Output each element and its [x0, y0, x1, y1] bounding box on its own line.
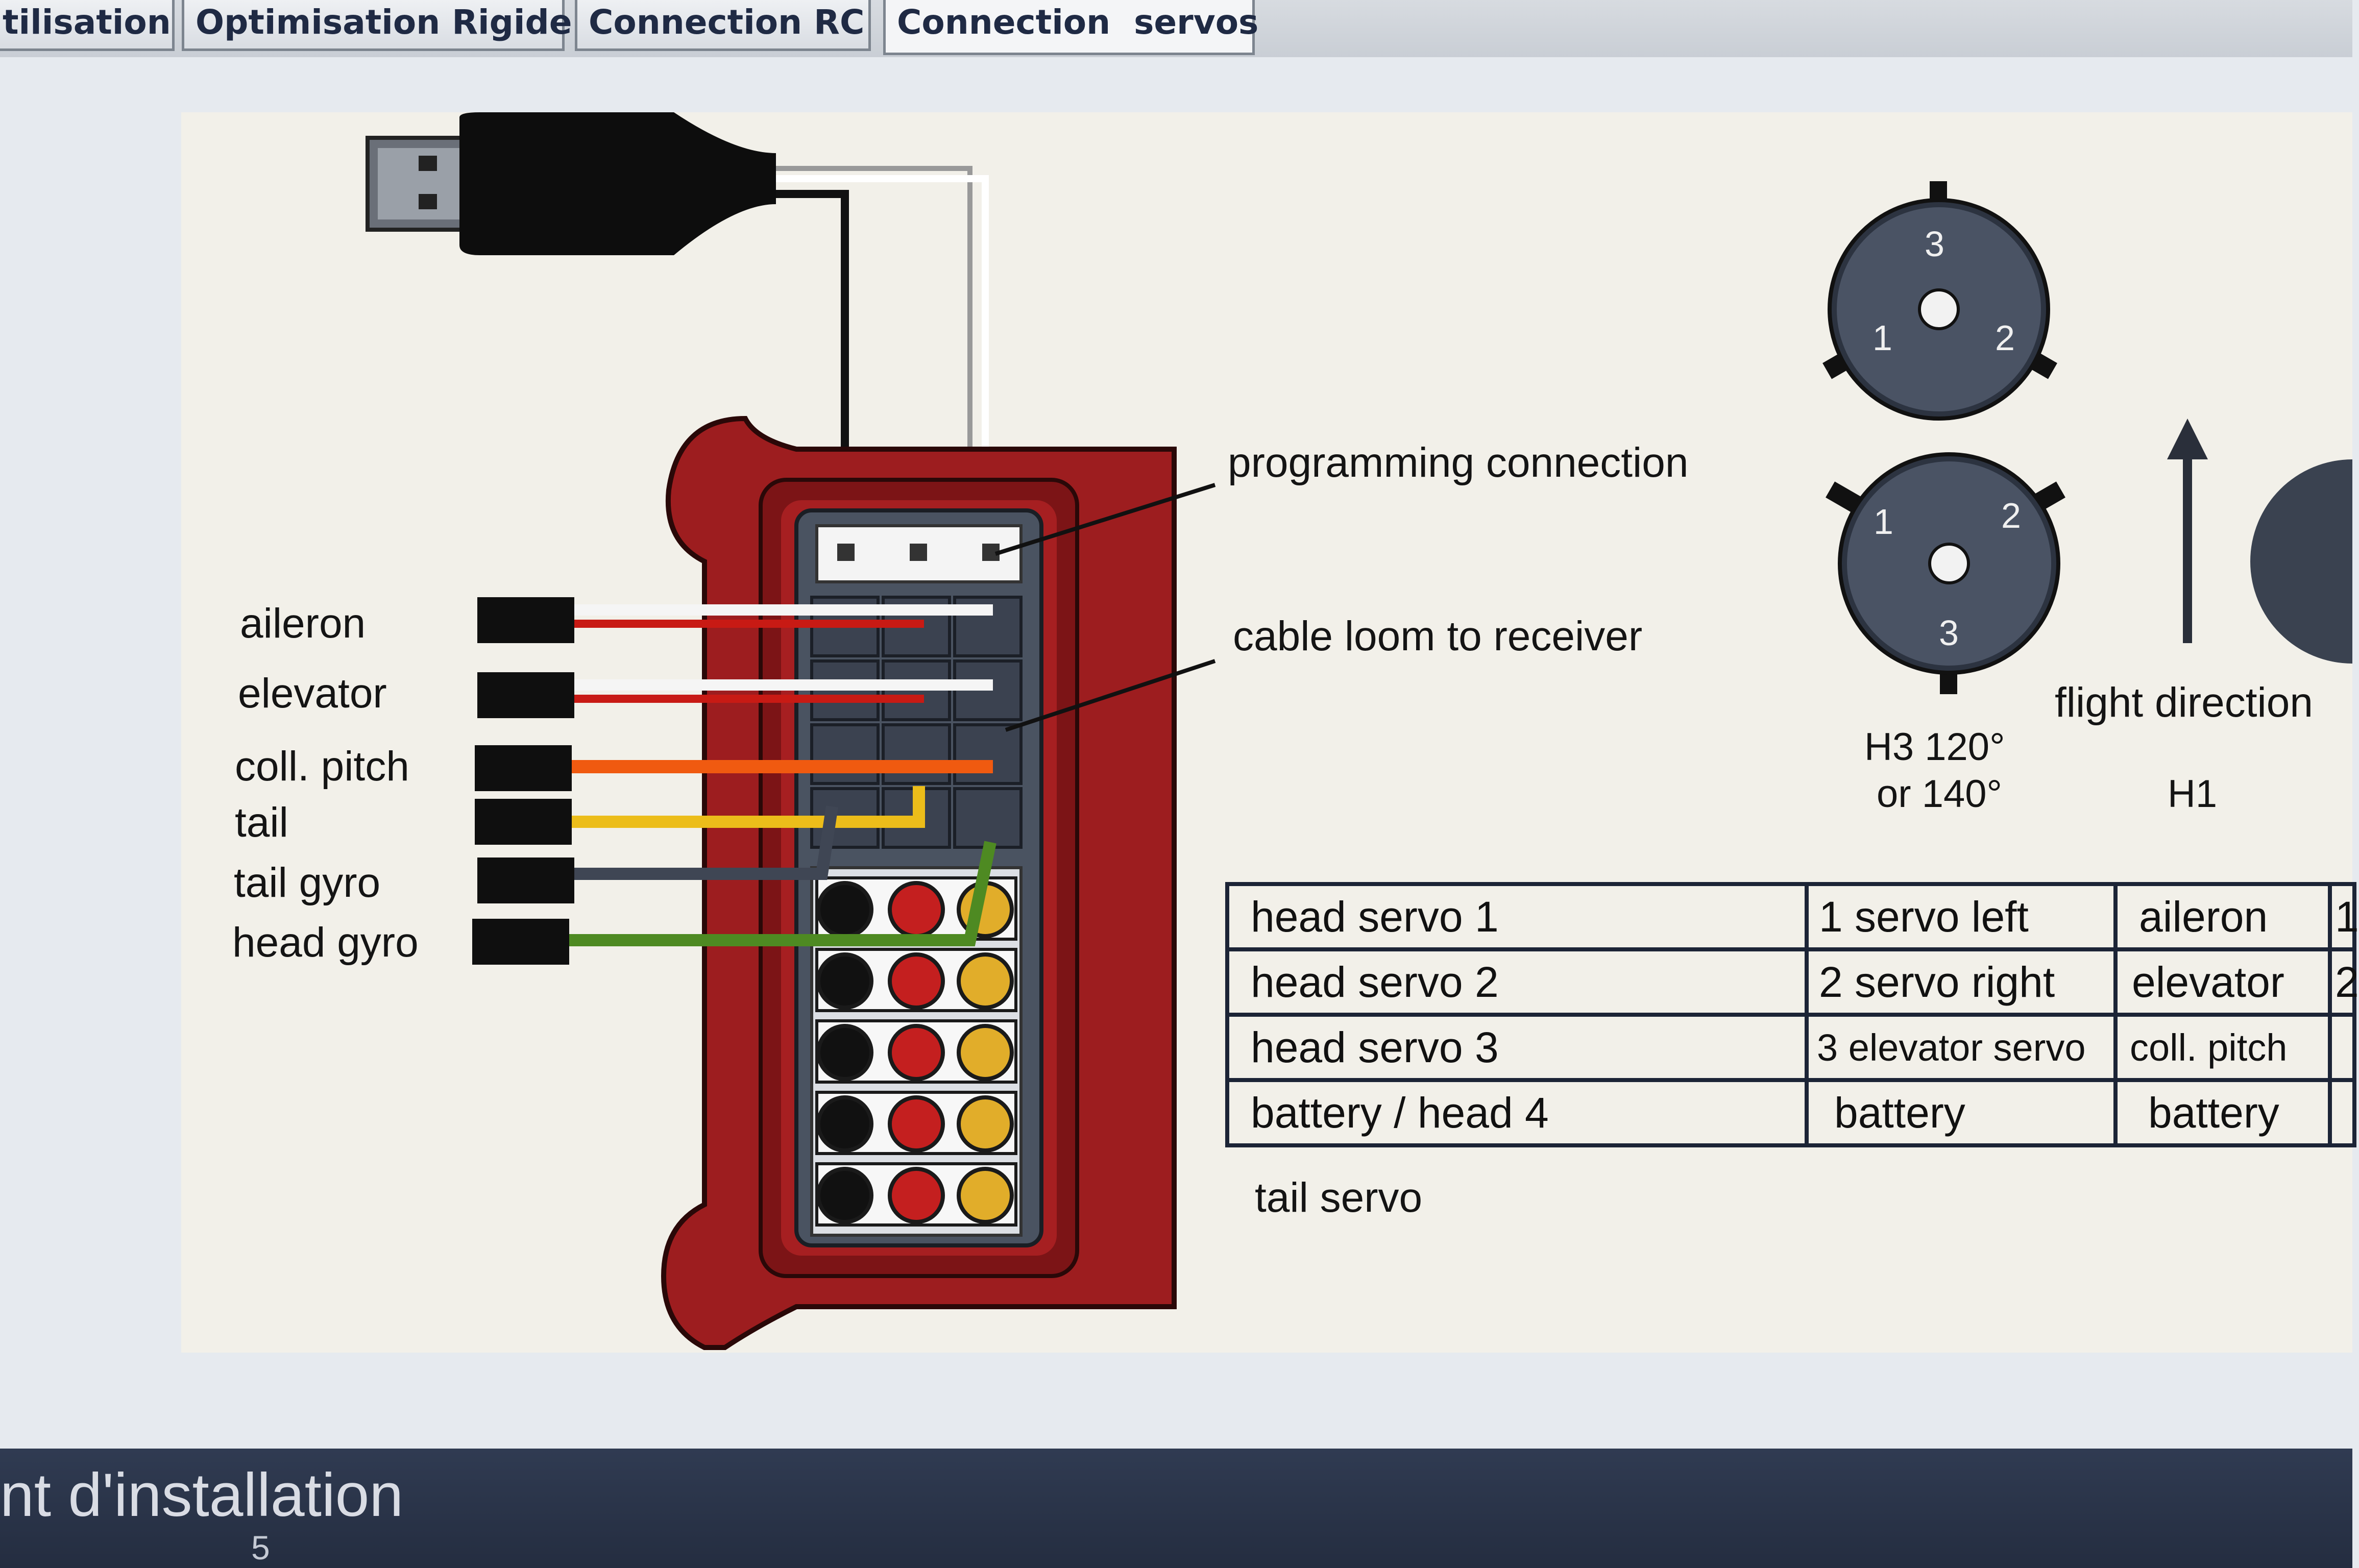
table-cell: elevator	[2113, 947, 2332, 1017]
label-h1: H1	[2168, 772, 2218, 816]
signal-wires	[472, 597, 996, 965]
leader-line-cable-loom	[1005, 659, 1216, 732]
bottom-bar	[0, 1449, 2352, 1568]
tab-connection-servos[interactable]: Connection servos	[883, 0, 1258, 55]
table-cell	[2328, 1078, 2356, 1147]
table-cell: battery	[1805, 1078, 2118, 1147]
table-cell: 1	[2328, 882, 2359, 951]
label-tail: tail	[235, 799, 288, 846]
table-cell: aileron	[2113, 882, 2332, 951]
swash-bottom-number-3: 3	[1939, 613, 1959, 653]
label-aileron: aileron	[240, 600, 366, 647]
table-row: head servo 1 1 servo left aileron 1	[1225, 882, 2359, 951]
servo-table: head servo 1 1 servo left aileron 1 head…	[1225, 882, 2359, 1147]
label-h3-line1: H3 120°	[1864, 725, 2005, 769]
swashplate-bottom-icon	[1826, 452, 2065, 694]
tab-connection-rc[interactable]: Connection RC	[575, 0, 871, 51]
swash-top-number-3: 3	[1925, 224, 1944, 264]
swashplate-top-icon	[1822, 181, 2057, 421]
label-flight-direction: flight direction	[2055, 679, 2313, 726]
table-row: battery / head 4 battery battery	[1225, 1078, 2356, 1147]
swashplate-h1-icon	[2250, 459, 2352, 664]
tab-optimisation-rigide[interactable]: Optimisation Rigide	[182, 0, 572, 51]
tab-utilisation[interactable]: tilisation	[0, 0, 175, 51]
swash-bottom-number-1: 1	[1874, 502, 1893, 542]
table-cell: head servo 2	[1225, 947, 1809, 1017]
table-cell: 1 servo left	[1805, 882, 2118, 951]
swash-bottom-number-2: 2	[2001, 496, 2021, 535]
table-cell: head servo 1	[1225, 882, 1809, 951]
table-cell	[2328, 1013, 2356, 1082]
table-cell: 2	[2328, 947, 2359, 1017]
label-h3-line2: or 140°	[1877, 772, 2002, 816]
label-coll-pitch: coll. pitch	[235, 743, 409, 790]
swash-top-number-2: 2	[1995, 318, 2015, 358]
label-cable-loom: cable loom to receiver	[1233, 613, 1643, 659]
table-row: head servo 2 2 servo right elevator 2	[1225, 947, 2359, 1017]
table-row: head servo 3 3 elevator servo coll. pitc…	[1225, 1013, 2356, 1082]
leader-line-programming	[994, 483, 1216, 556]
servo-sockets	[815, 876, 1017, 1227]
table-cell: head servo 3	[1225, 1013, 1809, 1082]
flight-direction-arrow-icon	[2167, 419, 2208, 643]
page-number: 5	[251, 1529, 270, 1566]
table-cell: 3 elevator servo	[1805, 1013, 2118, 1082]
table-cell: coll. pitch	[2113, 1013, 2332, 1082]
swash-top-number-1: 1	[1872, 318, 1892, 358]
label-head-gyro: head gyro	[232, 919, 419, 966]
tab-bar: tilisation Optimisation Rigide Connectio…	[0, 0, 2352, 57]
table-cell: 2 servo right	[1805, 947, 2118, 1017]
table-cell: battery / head 4	[1225, 1078, 1809, 1147]
label-tail-servo: tail servo	[1255, 1174, 1423, 1221]
label-programming-connection: programming connection	[1228, 439, 1689, 486]
table-cell: battery	[2113, 1078, 2332, 1147]
usb-plug-icon	[366, 112, 776, 255]
bottom-title: nt d'installation	[0, 1461, 404, 1529]
label-elevator: elevator	[238, 670, 387, 717]
label-tail-gyro: tail gyro	[234, 860, 381, 906]
